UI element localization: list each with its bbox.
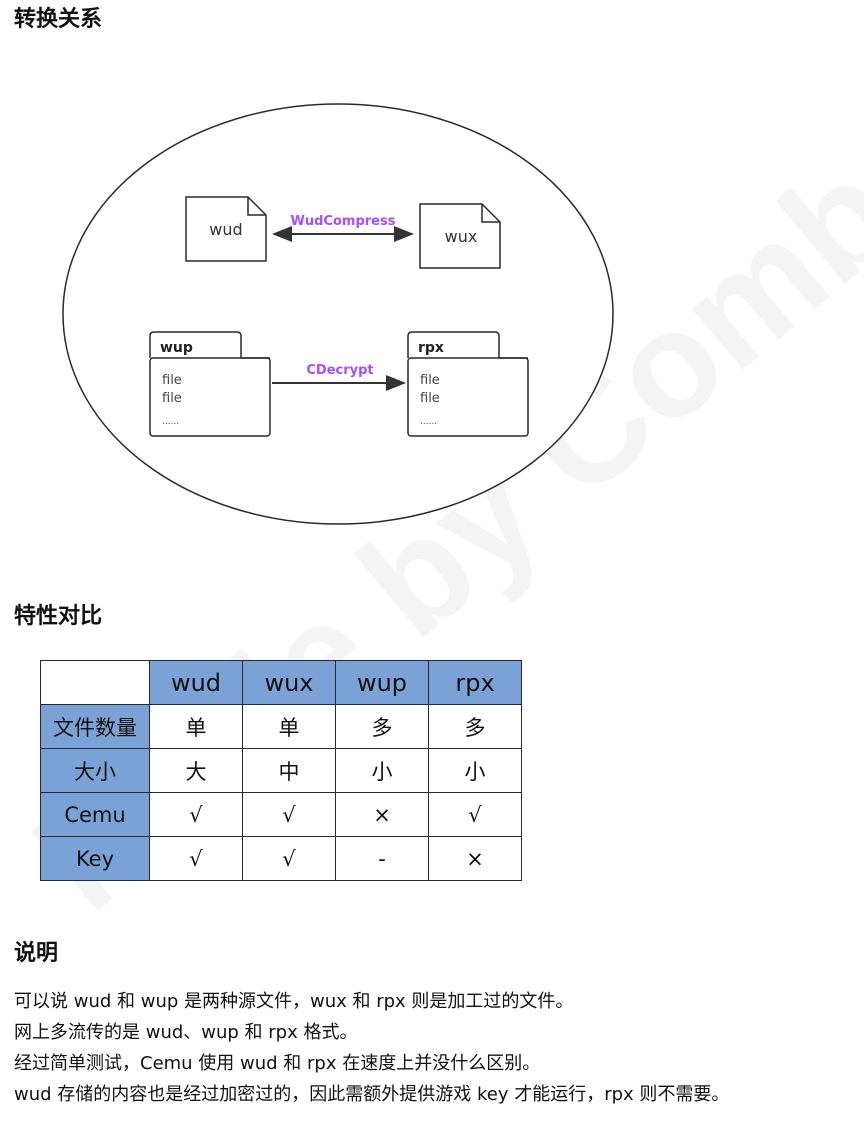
decrypt-label: CDecrypt <box>306 363 373 378</box>
column-header-wup: wup <box>335 660 429 705</box>
table-cell: × <box>335 792 429 837</box>
wup-line-2: file <box>162 391 182 406</box>
conversion-title: 转换关系 <box>14 7 103 32</box>
table-row: 文件数量 单 单 多 多 <box>40 704 522 749</box>
table-cell: 中 <box>242 748 336 793</box>
table-cell: 单 <box>149 704 243 749</box>
wup-title: wup <box>160 340 193 356</box>
column-header-rpx: rpx <box>428 660 522 705</box>
rpx-title: rpx <box>418 340 444 356</box>
comparison-table: wud wux wup rpx 文件数量 单 单 多 多 大小 大 中 小 小 … <box>40 660 522 881</box>
description-line: 网上多流传的是 wud、wup 和 rpx 格式。 <box>14 1022 358 1043</box>
row-header-size: 大小 <box>40 748 150 793</box>
rpx-folder-icon: rpx file file ...... <box>407 331 529 437</box>
row-header-file-count: 文件数量 <box>40 704 150 749</box>
wud-file-icon: wud <box>185 196 267 262</box>
rpx-line-3: ...... <box>420 417 437 427</box>
features-title: 特性对比 <box>14 604 103 629</box>
row-header-key: Key <box>40 836 150 881</box>
wud-label: wud <box>209 220 242 239</box>
scope-ellipse <box>62 103 614 525</box>
table-cell: √ <box>242 792 336 837</box>
column-header-wux: wux <box>242 660 336 705</box>
description-title: 说明 <box>14 941 59 966</box>
conversion-diagram: wud wux WudCompress wup file file ......… <box>62 103 614 525</box>
table-cell: 小 <box>428 748 522 793</box>
table-cell: √ <box>149 792 243 837</box>
table-cell: √ <box>242 836 336 881</box>
compress-label: WudCompress <box>291 214 396 229</box>
wux-label: wux <box>445 227 478 246</box>
table-cell: × <box>428 836 522 881</box>
description-line: wud 存储的内容也是经过加密过的，因此需额外提供游戏 key 才能运行，rpx… <box>14 1084 730 1105</box>
wup-line-3: ...... <box>162 417 179 427</box>
table-cell: 多 <box>335 704 429 749</box>
description-line: 可以说 wud 和 wup 是两种源文件，wux 和 rpx 则是加工过的文件。 <box>14 991 574 1012</box>
table-row: Key √ √ - × <box>40 836 522 881</box>
rpx-line-2: file <box>420 391 440 406</box>
column-header-wud: wud <box>149 660 243 705</box>
table-cell: √ <box>149 836 243 881</box>
table-corner-cell <box>40 660 150 705</box>
table-cell: 小 <box>335 748 429 793</box>
table-cell: - <box>335 836 429 881</box>
table-header-row: wud wux wup rpx <box>40 660 522 705</box>
table-cell: 多 <box>428 704 522 749</box>
table-cell: √ <box>428 792 522 837</box>
rpx-line-1: file <box>420 373 440 388</box>
row-header-cemu: Cemu <box>40 792 150 837</box>
table-row: 大小 大 中 小 小 <box>40 748 522 793</box>
wup-line-1: file <box>162 373 182 388</box>
wux-file-icon: wux <box>419 203 501 269</box>
table-cell: 大 <box>149 748 243 793</box>
table-cell: 单 <box>242 704 336 749</box>
wup-folder-icon: wup file file ...... <box>149 331 271 437</box>
description-line: 经过简单测试，Cemu 使用 wud 和 rpx 在速度上并没什么区别。 <box>14 1053 541 1074</box>
table-row: Cemu √ √ × √ <box>40 792 522 837</box>
description-body: 可以说 wud 和 wup 是两种源文件，wux 和 rpx 则是加工过的文件。… <box>14 986 729 1110</box>
